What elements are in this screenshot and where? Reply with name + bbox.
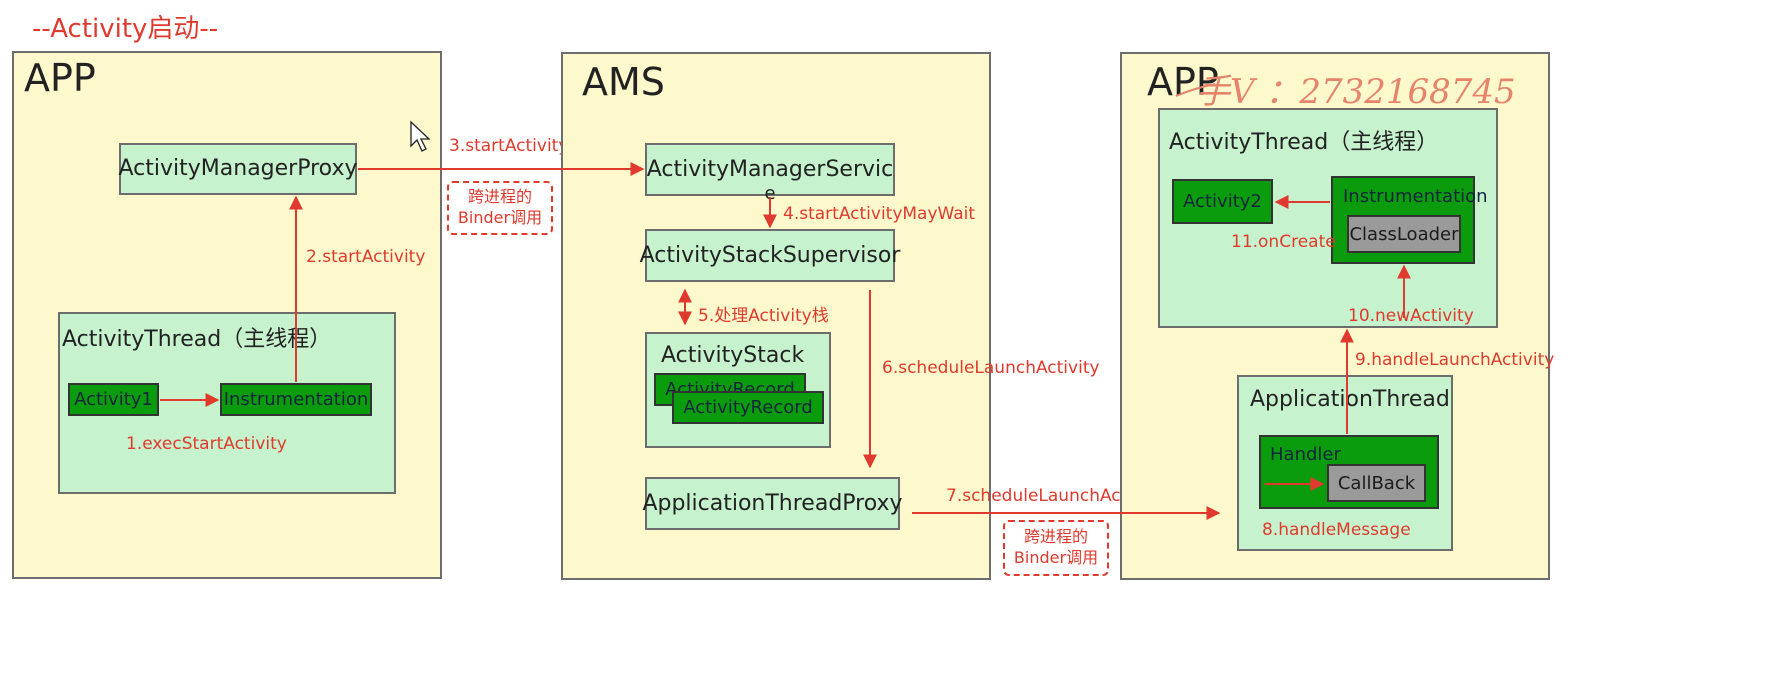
label-8-handle-message: 8.handleMessage bbox=[1262, 520, 1411, 540]
binder-call-note-1: 跨进程的 Binder调用 bbox=[447, 181, 553, 235]
left-app-title: APP bbox=[24, 56, 96, 100]
label-9-handle-launch-activity: 9.handleLaunchActivity bbox=[1355, 350, 1555, 370]
activity-record-front[interactable]: ActivityRecord bbox=[672, 391, 824, 424]
activity2-box[interactable]: Activity2 bbox=[1172, 179, 1273, 224]
activity-stack-label: ActivityStack bbox=[661, 343, 805, 368]
watermark-text: 手V ：2732168745 bbox=[1196, 72, 1516, 112]
binder-note-2-line2: Binder调用 bbox=[1013, 548, 1099, 567]
mouse-cursor-icon bbox=[410, 120, 431, 152]
label-10-new-activity: 10.newActivity bbox=[1348, 306, 1474, 326]
callback-box[interactable]: CallBack bbox=[1327, 464, 1426, 502]
binder-call-note-2: 跨进程的 Binder调用 bbox=[1003, 520, 1109, 576]
activity-stack-supervisor-box[interactable]: ActivityStackSupervisor bbox=[640, 229, 900, 282]
label-11-on-create: 11.onCreate bbox=[1231, 232, 1336, 252]
left-activity-thread-label: ActivityThread（主线程） bbox=[62, 327, 332, 352]
handler-label: Handler bbox=[1270, 444, 1341, 465]
label-3-start-activity: 3.startActivity bbox=[449, 136, 569, 156]
activity1-box[interactable]: Activity1 bbox=[68, 383, 159, 416]
ams-title: AMS bbox=[582, 60, 665, 104]
activity-manager-proxy-box[interactable]: ActivityManagerProxy bbox=[119, 143, 358, 195]
application-thread-label: ApplicationThread bbox=[1250, 387, 1450, 412]
binder-note-1-line2: Binder调用 bbox=[457, 208, 543, 227]
activity-manager-service-label: ActivityManagerServic bbox=[646, 157, 894, 182]
application-thread-proxy-box[interactable]: ApplicationThreadProxy bbox=[642, 477, 903, 530]
classloader-box[interactable]: ClassLoader bbox=[1347, 215, 1461, 253]
right-app-title: APP bbox=[1147, 60, 1219, 104]
activity-manager-service-label-wrap: e bbox=[764, 183, 776, 204]
label-5-activity-stack: 5.处理Activity栈 bbox=[698, 306, 829, 326]
right-instrumentation-label: Instrumentation bbox=[1343, 186, 1488, 207]
label-2-start-activity: 2.startActivity bbox=[306, 247, 426, 267]
label-7-schedule-launch-activity: 7.scheduleLaunchActivity bbox=[946, 486, 1164, 506]
watermark-stroke bbox=[1175, 83, 1216, 97]
label-6-schedule-launch-activity: 6.scheduleLaunchActivity bbox=[882, 358, 1100, 378]
right-activity-thread-label: ActivityThread（主线程） bbox=[1169, 130, 1439, 155]
binder-note-1-line1: 跨进程的 bbox=[467, 187, 532, 207]
label-exec-start-activity: 1.execStartActivity bbox=[126, 434, 287, 454]
diagram-title: --Activity启动-- bbox=[32, 14, 219, 44]
left-instrumentation-box[interactable]: Instrumentation bbox=[220, 383, 372, 416]
label-4-start-activity-may-wait: 4.startActivityMayWait bbox=[783, 204, 976, 224]
activity-manager-service-box[interactable] bbox=[645, 143, 895, 196]
binder-note-2-line1: 跨进程的 bbox=[1023, 527, 1088, 547]
